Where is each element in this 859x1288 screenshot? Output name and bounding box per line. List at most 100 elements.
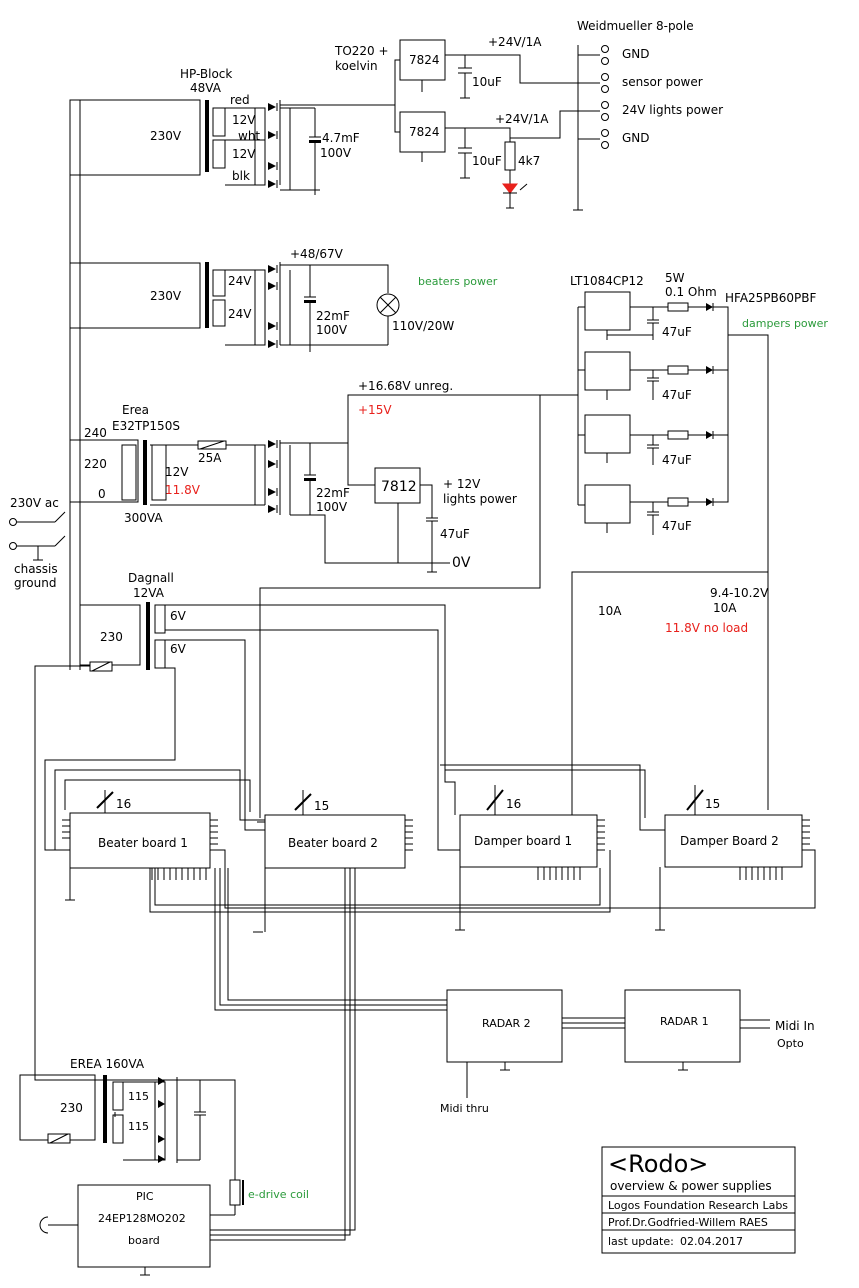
pic-board: PIC 24EP128MO202 board (39, 1184, 211, 1276)
svg-text:9.4-10.2V: 9.4-10.2V (710, 586, 769, 600)
connector-pin-sensor: sensor power (590, 73, 703, 93)
svg-text:7824: 7824 (409, 125, 440, 139)
hp-wire-red: red (230, 93, 250, 107)
microphone-icon (39, 1216, 49, 1234)
beater-supply: 230V 24V 24V +48/67V 22mF 100V 110V/20W … (69, 247, 498, 352)
hp-cap-voltage: 100V (320, 146, 352, 160)
svg-text:sensor power: sensor power (622, 75, 703, 89)
cap2-label: 10uF (472, 154, 502, 168)
svg-text:10A: 10A (598, 604, 622, 618)
hp-wire-wht: wht (238, 129, 260, 143)
svg-text:GND: GND (622, 131, 650, 145)
subtitle: overview & power supplies (610, 1179, 772, 1193)
coil-icon (229, 1179, 241, 1206)
svg-text:16: 16 (116, 797, 131, 811)
svg-text:5W: 5W (665, 271, 685, 285)
mains-terminal-1 (9, 518, 17, 526)
svg-text:6V: 6V (170, 642, 187, 656)
svg-text:0: 0 (98, 487, 106, 501)
reg-7824-a (399, 39, 446, 81)
midi-thru-label: Midi thru (440, 1102, 489, 1115)
svg-text:PIC: PIC (136, 1190, 154, 1203)
svg-text:115: 115 (128, 1090, 149, 1103)
svg-text:ground: ground (14, 576, 56, 590)
svg-text:11.8V: 11.8V (165, 483, 201, 497)
dagnall-transformer: Dagnall 12VA 230 6V 6V (34, 571, 646, 1180)
hp-sec2: 12V (232, 147, 256, 161)
connector-pin-lights: 24V lights power (590, 101, 723, 121)
svg-text:+ 12V: + 12V (443, 477, 481, 491)
svg-text:240: 240 (84, 426, 107, 440)
title-block: <Rodo> overview & power supplies Logos F… (601, 1146, 796, 1254)
svg-text:7812: 7812 (381, 479, 417, 495)
svg-text:Damper board 1: Damper board 1 (474, 834, 572, 848)
lt1084-label: LT1084CP12 (570, 274, 644, 288)
hp-wire-blk: blk (232, 169, 250, 183)
hp-cap-value: 4.7mF (322, 131, 360, 145)
radar-2-box (446, 989, 563, 1063)
resistor-4k7 (504, 141, 516, 171)
cap1-label: 10uF (472, 75, 502, 89)
svg-text:15: 15 (705, 797, 720, 811)
svg-text:0.1 Ohm: 0.1 Ohm (665, 285, 717, 299)
svg-text:300VA: 300VA (124, 511, 163, 525)
svg-text:220: 220 (84, 457, 107, 471)
beater-board-1: Beater board 1 16 (62, 790, 218, 901)
svg-text:RADAR 2: RADAR 2 (482, 1017, 531, 1030)
mains-input: 230V ac chassis ground (9, 100, 81, 670)
title: <Rodo> (608, 1150, 708, 1178)
e-drive-coil-label: e-drive coil (248, 1188, 309, 1201)
svg-text:47uF: 47uF (662, 519, 692, 533)
zero-volt-label: 0V (452, 555, 471, 571)
svg-text:100V: 100V (316, 323, 348, 337)
author-label: Prof.Dr.Godfried-Willem RAES (608, 1216, 768, 1229)
radar-1-box (624, 989, 741, 1063)
lamp-label: 110V/20W (392, 319, 454, 333)
weidmueller-connector: Weidmueller 8-pole GND sensor power 24V … (573, 19, 723, 211)
svg-text:EREA 160VA: EREA 160VA (70, 1057, 145, 1071)
svg-text:Beater board 2: Beater board 2 (288, 836, 378, 850)
svg-text:24V lights power: 24V lights power (622, 103, 723, 117)
resistor-label: 4k7 (518, 154, 540, 168)
led-icon (501, 183, 519, 194)
svg-text:E32TP150S: E32TP150S (112, 419, 180, 433)
beater-voltage: +48/67V (290, 247, 344, 261)
connector-pin-gnd-1: GND (578, 45, 650, 65)
svg-text:10A: 10A (713, 601, 737, 615)
measured-label: +15V (358, 403, 392, 417)
mains-terminal-2 (9, 542, 17, 550)
out1-label: +24V/1A (488, 35, 542, 49)
svg-text:6V: 6V (170, 609, 187, 623)
svg-text:12V: 12V (165, 465, 189, 479)
to220-label: TO220 + (334, 44, 389, 58)
diode-label: HFA25PB60PBF (725, 291, 817, 305)
opto-label: Opto (777, 1037, 804, 1050)
erea-300va-supply: Erea E32TP150S 240 220 0 300VA 12V 11.8V… (69, 379, 540, 573)
unreg-label: +16.68V unreg. (358, 379, 453, 393)
svg-text:22mF: 22mF (316, 486, 350, 500)
damper-regulators: LT1084CP12 5W 0.1 Ohm HFA25PB60PBF dampe… (259, 271, 828, 818)
damper-board-1: Damper board 1 16 (455, 785, 605, 931)
radar-section: RADAR 2 RADAR 1 Midi In Opto Midi thru (210, 868, 815, 1241)
svg-text:24V: 24V (228, 307, 252, 321)
regulators-7824: TO220 + koelvin 7824 7824 +24V/1A 10uF +… (334, 35, 590, 209)
svg-text:Damper Board 2: Damper Board 2 (680, 834, 779, 848)
out2-label: +24V/1A (495, 112, 549, 126)
hp-block-section: 230V HP-Block 48VA red 12V wht 12V blk 4… (69, 67, 395, 195)
svg-text:230: 230 (100, 630, 123, 644)
svg-text:12VA: 12VA (133, 586, 165, 600)
svg-text:22mF: 22mF (316, 309, 350, 323)
svg-text:47uF: 47uF (662, 453, 692, 467)
svg-text:24V: 24V (228, 274, 252, 288)
svg-text:115: 115 (128, 1120, 149, 1133)
svg-text:47uF: 47uF (440, 527, 470, 541)
koelvin-label: koelvin (335, 59, 378, 73)
connector-label: Weidmueller 8-pole (577, 19, 694, 33)
erea-160va-supply: EREA 160VA 230 115 115 (19, 1057, 206, 1163)
midi-in-label: Midi In (775, 1019, 815, 1033)
svg-text:GND: GND (622, 47, 650, 61)
svg-text:Erea: Erea (122, 403, 149, 417)
svg-text:Dagnall: Dagnall (128, 571, 174, 585)
org-label: Logos Foundation Research Labs (608, 1199, 788, 1212)
